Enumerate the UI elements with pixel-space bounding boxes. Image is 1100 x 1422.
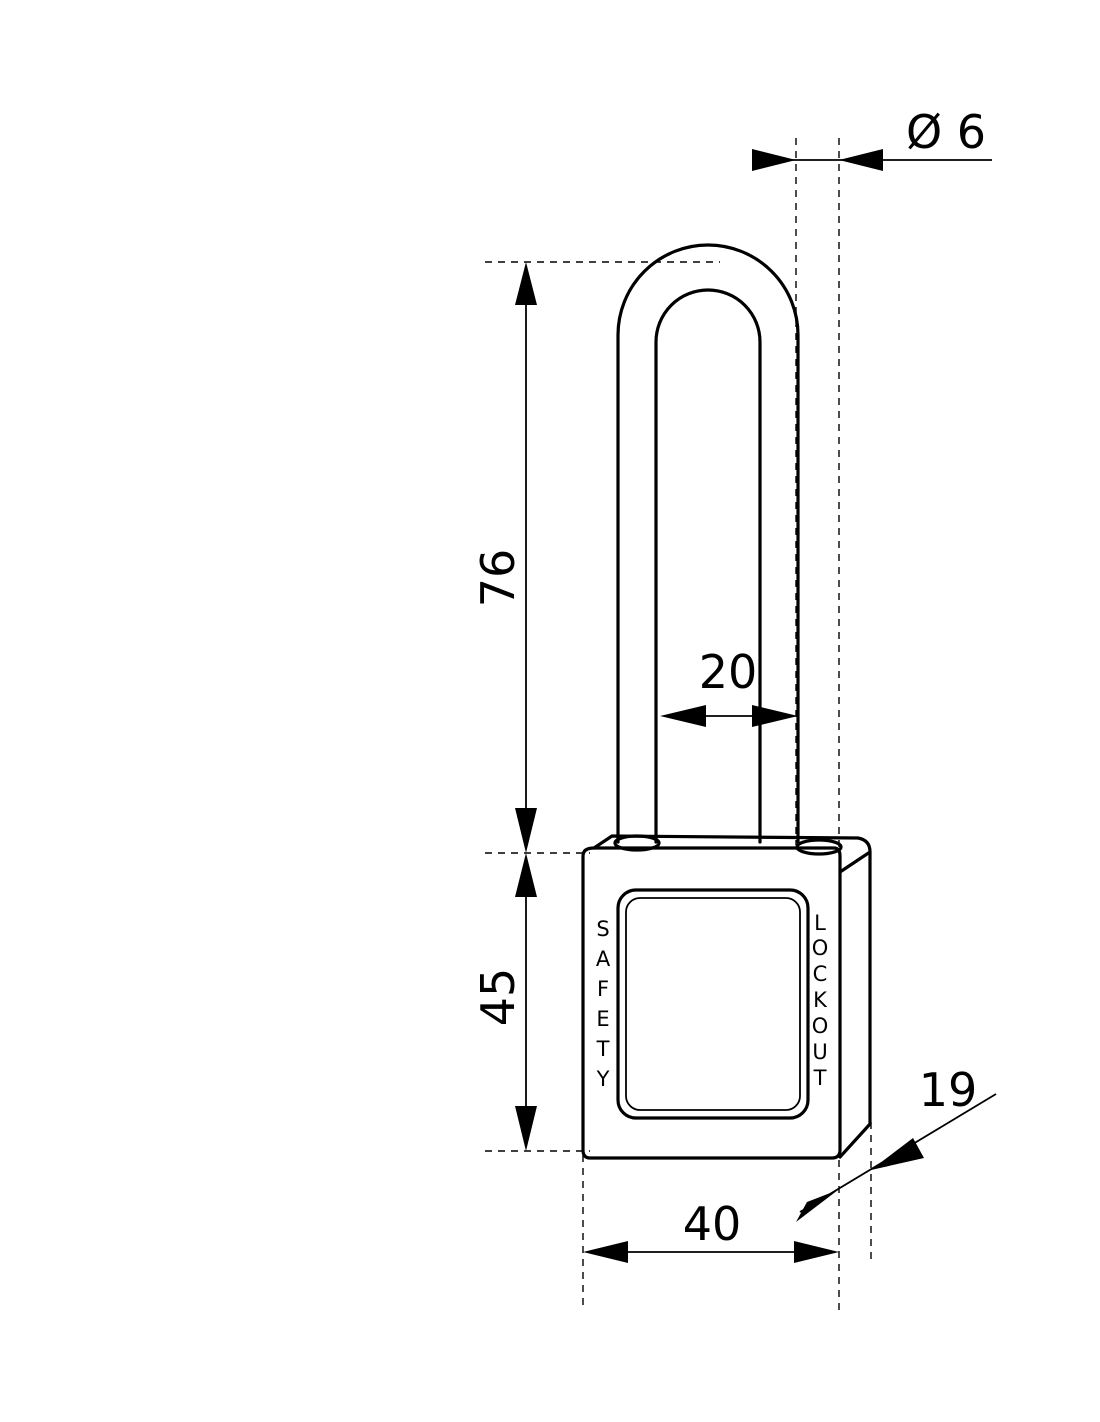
dimension-shackle-diameter: Ø 6 — [752, 105, 992, 171]
dimension-label-76: 76 — [471, 549, 525, 608]
lockout-letter: C — [813, 962, 828, 986]
extension-lines — [485, 138, 872, 1310]
safety-label: S A F E T Y — [596, 917, 611, 1091]
safety-letter: T — [596, 1037, 610, 1061]
lockout-letter: L — [814, 911, 826, 935]
dimension-body-height: 45 — [471, 853, 537, 1151]
dimension-body-depth: 19 — [796, 1063, 997, 1222]
safety-letter: S — [596, 917, 609, 941]
dimension-label-19: 19 — [919, 1063, 978, 1117]
dimension-shackle-height: 76 — [471, 262, 537, 853]
lockout-label: L O C K O U T — [812, 911, 829, 1090]
dimension-label-45: 45 — [471, 968, 525, 1027]
lockout-letter: O — [812, 936, 829, 960]
safety-letter: A — [596, 947, 611, 971]
dimension-body-width: 40 — [583, 1197, 839, 1263]
dimension-label-40: 40 — [683, 1197, 742, 1251]
lockout-letter: O — [812, 1014, 829, 1038]
dimension-label-diameter: Ø 6 — [906, 105, 986, 159]
lockout-letter: T — [813, 1066, 827, 1090]
shackle — [613, 243, 843, 856]
padlock-body — [581, 834, 872, 1160]
safety-letter: F — [597, 977, 609, 1001]
safety-letter: E — [596, 1007, 609, 1031]
dimension-label-20: 20 — [699, 645, 758, 699]
lockout-letter: U — [812, 1040, 827, 1064]
lockout-letter: K — [813, 988, 828, 1012]
safety-letter: Y — [596, 1067, 610, 1091]
dimension-shackle-clearance: 20 — [660, 645, 798, 727]
